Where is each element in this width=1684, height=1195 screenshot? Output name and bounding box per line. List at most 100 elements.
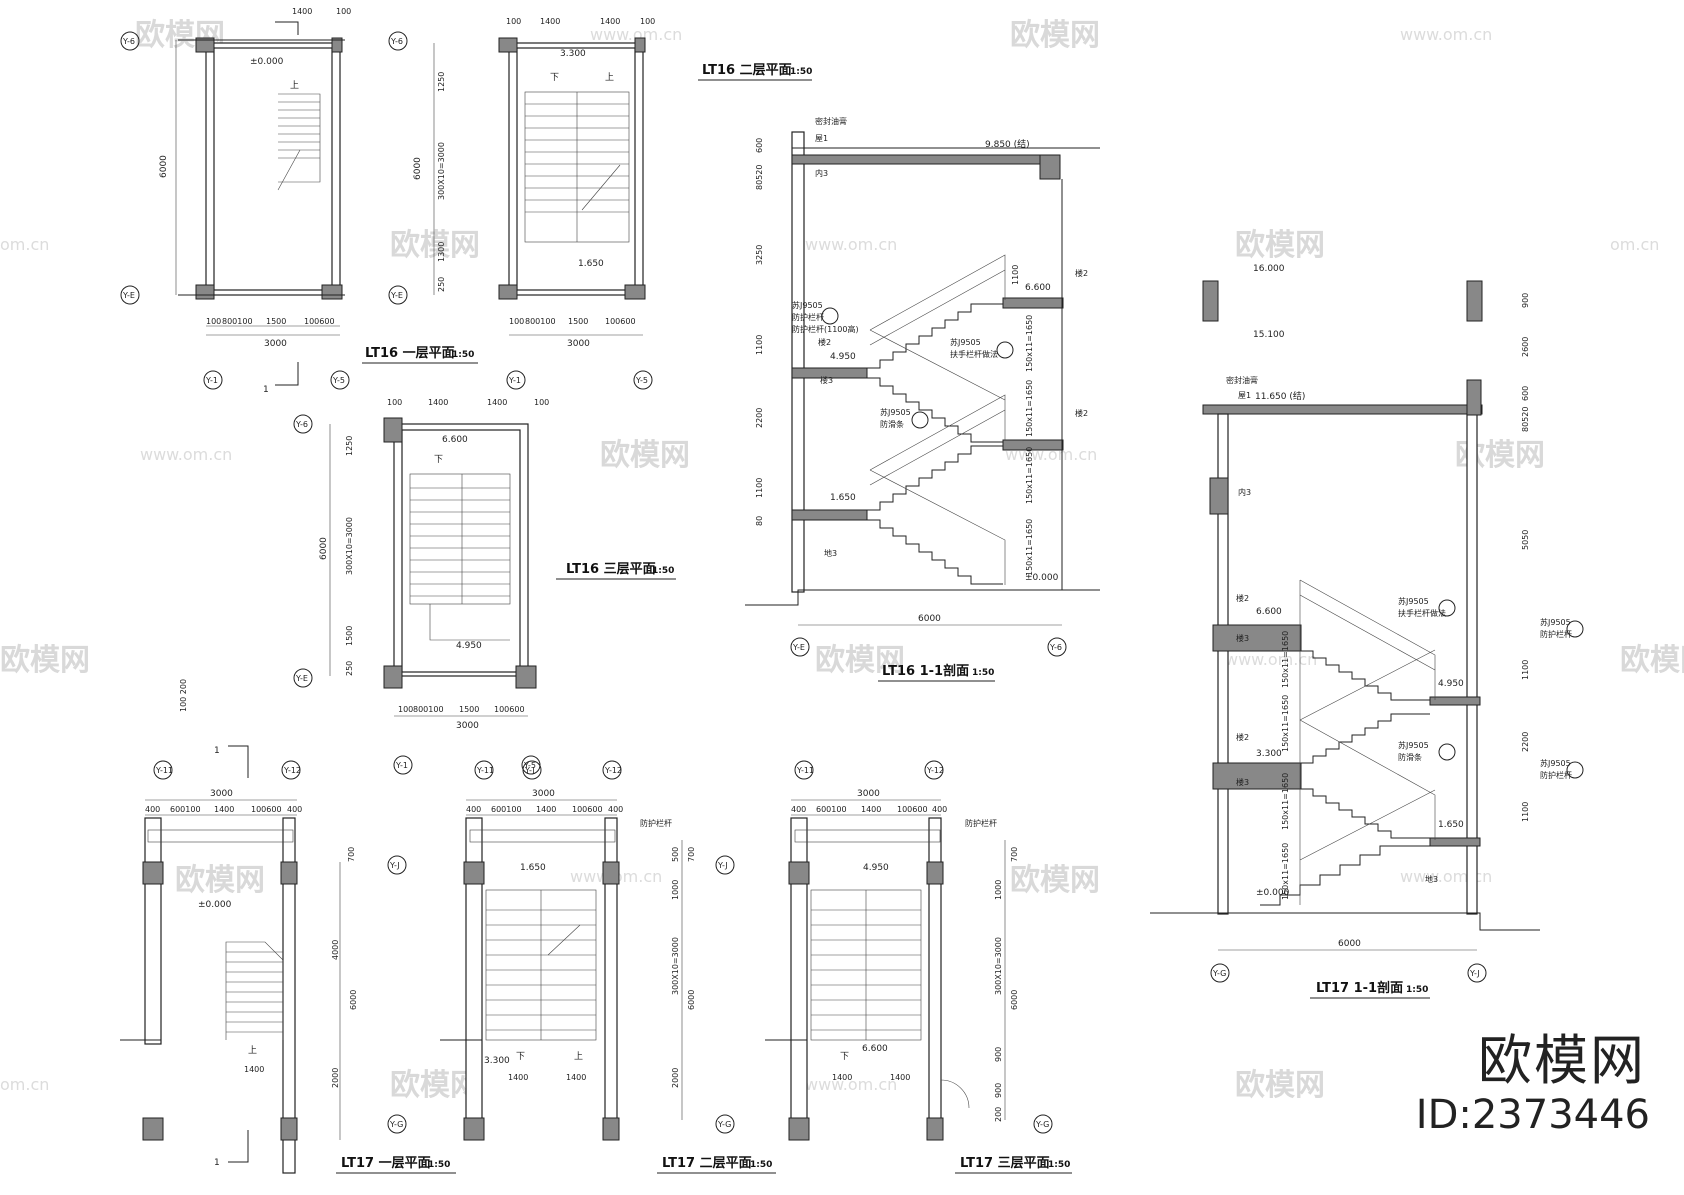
drawing-scale: 1:50 [452,350,474,360]
column [280,861,298,885]
dim-text: 3000 [567,339,590,349]
axis-bubble [474,760,494,780]
level-label: 4.950 [863,863,889,873]
axis-label: Y-1 [205,376,218,385]
dim-text: 250 [437,277,446,292]
dim-text: 6000 [918,614,941,624]
dim-text: 600100 [491,805,522,814]
note-label: 防滑条 [1398,752,1422,762]
dim-text: 1500 [345,626,354,646]
beam [1466,280,1483,322]
axis-label: Y-E [122,291,135,300]
axis-label: Y-J [524,766,535,775]
dim-text: 900 [994,1047,1003,1062]
watermark-brand: 欧模网 [175,863,265,898]
watermark-url: www.om.cn [1400,25,1492,44]
level-label: ±0.000 [1256,888,1290,898]
dim-text: 1250 [437,72,446,92]
axis-bubble [203,370,223,390]
landing-slab [1212,624,1302,652]
section-mark-label: 1 [214,746,220,756]
axis-bubble [794,760,814,780]
column [463,1117,485,1141]
layer-label: 内3 [1238,487,1251,497]
dim-text: 600 [755,138,764,153]
note-label: 防护栏杆(1100高) [792,324,859,334]
note-ref: 苏J9505 [1540,617,1571,627]
dim-text: 250 [345,661,354,676]
column [498,37,518,53]
detail-index [1438,599,1456,617]
layer-label: 楼3 [1236,777,1249,787]
stair-treads [409,473,511,641]
watermark-brand: 欧模网 [1235,228,1325,263]
dim-text: 2000 [331,1068,340,1088]
dim-text: 150x11=1650 [1281,631,1290,688]
dim-text: 150x11=1650 [1025,380,1034,437]
level-label: 1.650 [520,863,546,873]
column [515,665,537,689]
note-label: 防护栏杆 [1540,770,1572,780]
note-label: 防护栏杆 [792,312,824,322]
dim-text: 100 [509,317,524,326]
drawing-title: LT17 三层平面 [960,1156,1050,1171]
level-label: 6.600 [862,1044,888,1054]
axis-label: Y-1 [508,376,521,385]
dim-text: 400 [145,805,160,814]
section-mark [275,21,299,35]
dim-text: 1400 [861,805,881,814]
direction-down: 下 [516,1052,525,1062]
drawing-title: LT16 三层平面 [566,562,656,577]
column [1209,477,1229,515]
watermark-url: www.om.cn [1225,650,1317,669]
level-label: 16.000 [1253,264,1285,274]
dim-text: 3000 [857,789,880,799]
dim-text: 3000 [532,789,555,799]
layer-label: 内3 [815,168,828,178]
dim-text: 1100 [755,335,764,355]
dim-text: 1400 [292,7,312,16]
dim-text: 300X10=3000 [345,517,354,575]
axis-label: Y-11 [155,766,173,775]
watermark-url: www.om.cn [590,25,682,44]
watermark-url: www.om.cn [1400,867,1492,886]
dim-text: 80520 [1521,407,1530,432]
drawing-title: LT17 二层平面 [662,1156,752,1171]
axis-label: Y-5 [523,761,536,770]
dim-text: 3000 [210,789,233,799]
layer-label: 楼2 [1075,268,1088,278]
layer-label: 地3 [824,548,837,558]
axis-bubble [330,370,350,390]
note-ref: 苏J9505 [880,407,911,417]
drawing-title: LT16 1-1剖面 [882,663,969,679]
layer-label: 屋1 [1238,391,1251,400]
beam [1039,154,1061,180]
axis-bubble [120,31,140,51]
guard-rail [147,829,294,843]
column [634,37,646,53]
section-mark [228,745,249,778]
layer-label: 屋1 [815,134,828,143]
drawing-scale: 1:50 [428,1160,450,1170]
section-mark-label: 1 [214,1158,220,1168]
dim-text: 2600 [1521,337,1530,357]
direction-up: 上 [248,1045,257,1056]
stair-flights [867,303,1003,585]
watermark-brand: 欧模网 [600,438,690,473]
level-label: ±0.000 [1025,573,1059,583]
stair-treads [277,93,321,191]
dim-text: 3000 [264,339,287,349]
note-label: 防护栏杆 [640,818,672,828]
axis-label: Y-12 [926,766,944,775]
dim-text: 3000 [456,721,479,731]
dim-text: 1500 [568,317,588,326]
handrails [1299,579,1436,905]
brand-logo-text: 欧模网 [1478,1029,1646,1092]
dim-text: 150x11=1650 [1025,315,1034,372]
stair-wall [144,817,162,1045]
watermark-url: om.cn [0,1075,49,1094]
guard-rail [469,829,616,843]
drawing-title: LT16 二层平面 [702,63,792,78]
column [142,1117,164,1141]
